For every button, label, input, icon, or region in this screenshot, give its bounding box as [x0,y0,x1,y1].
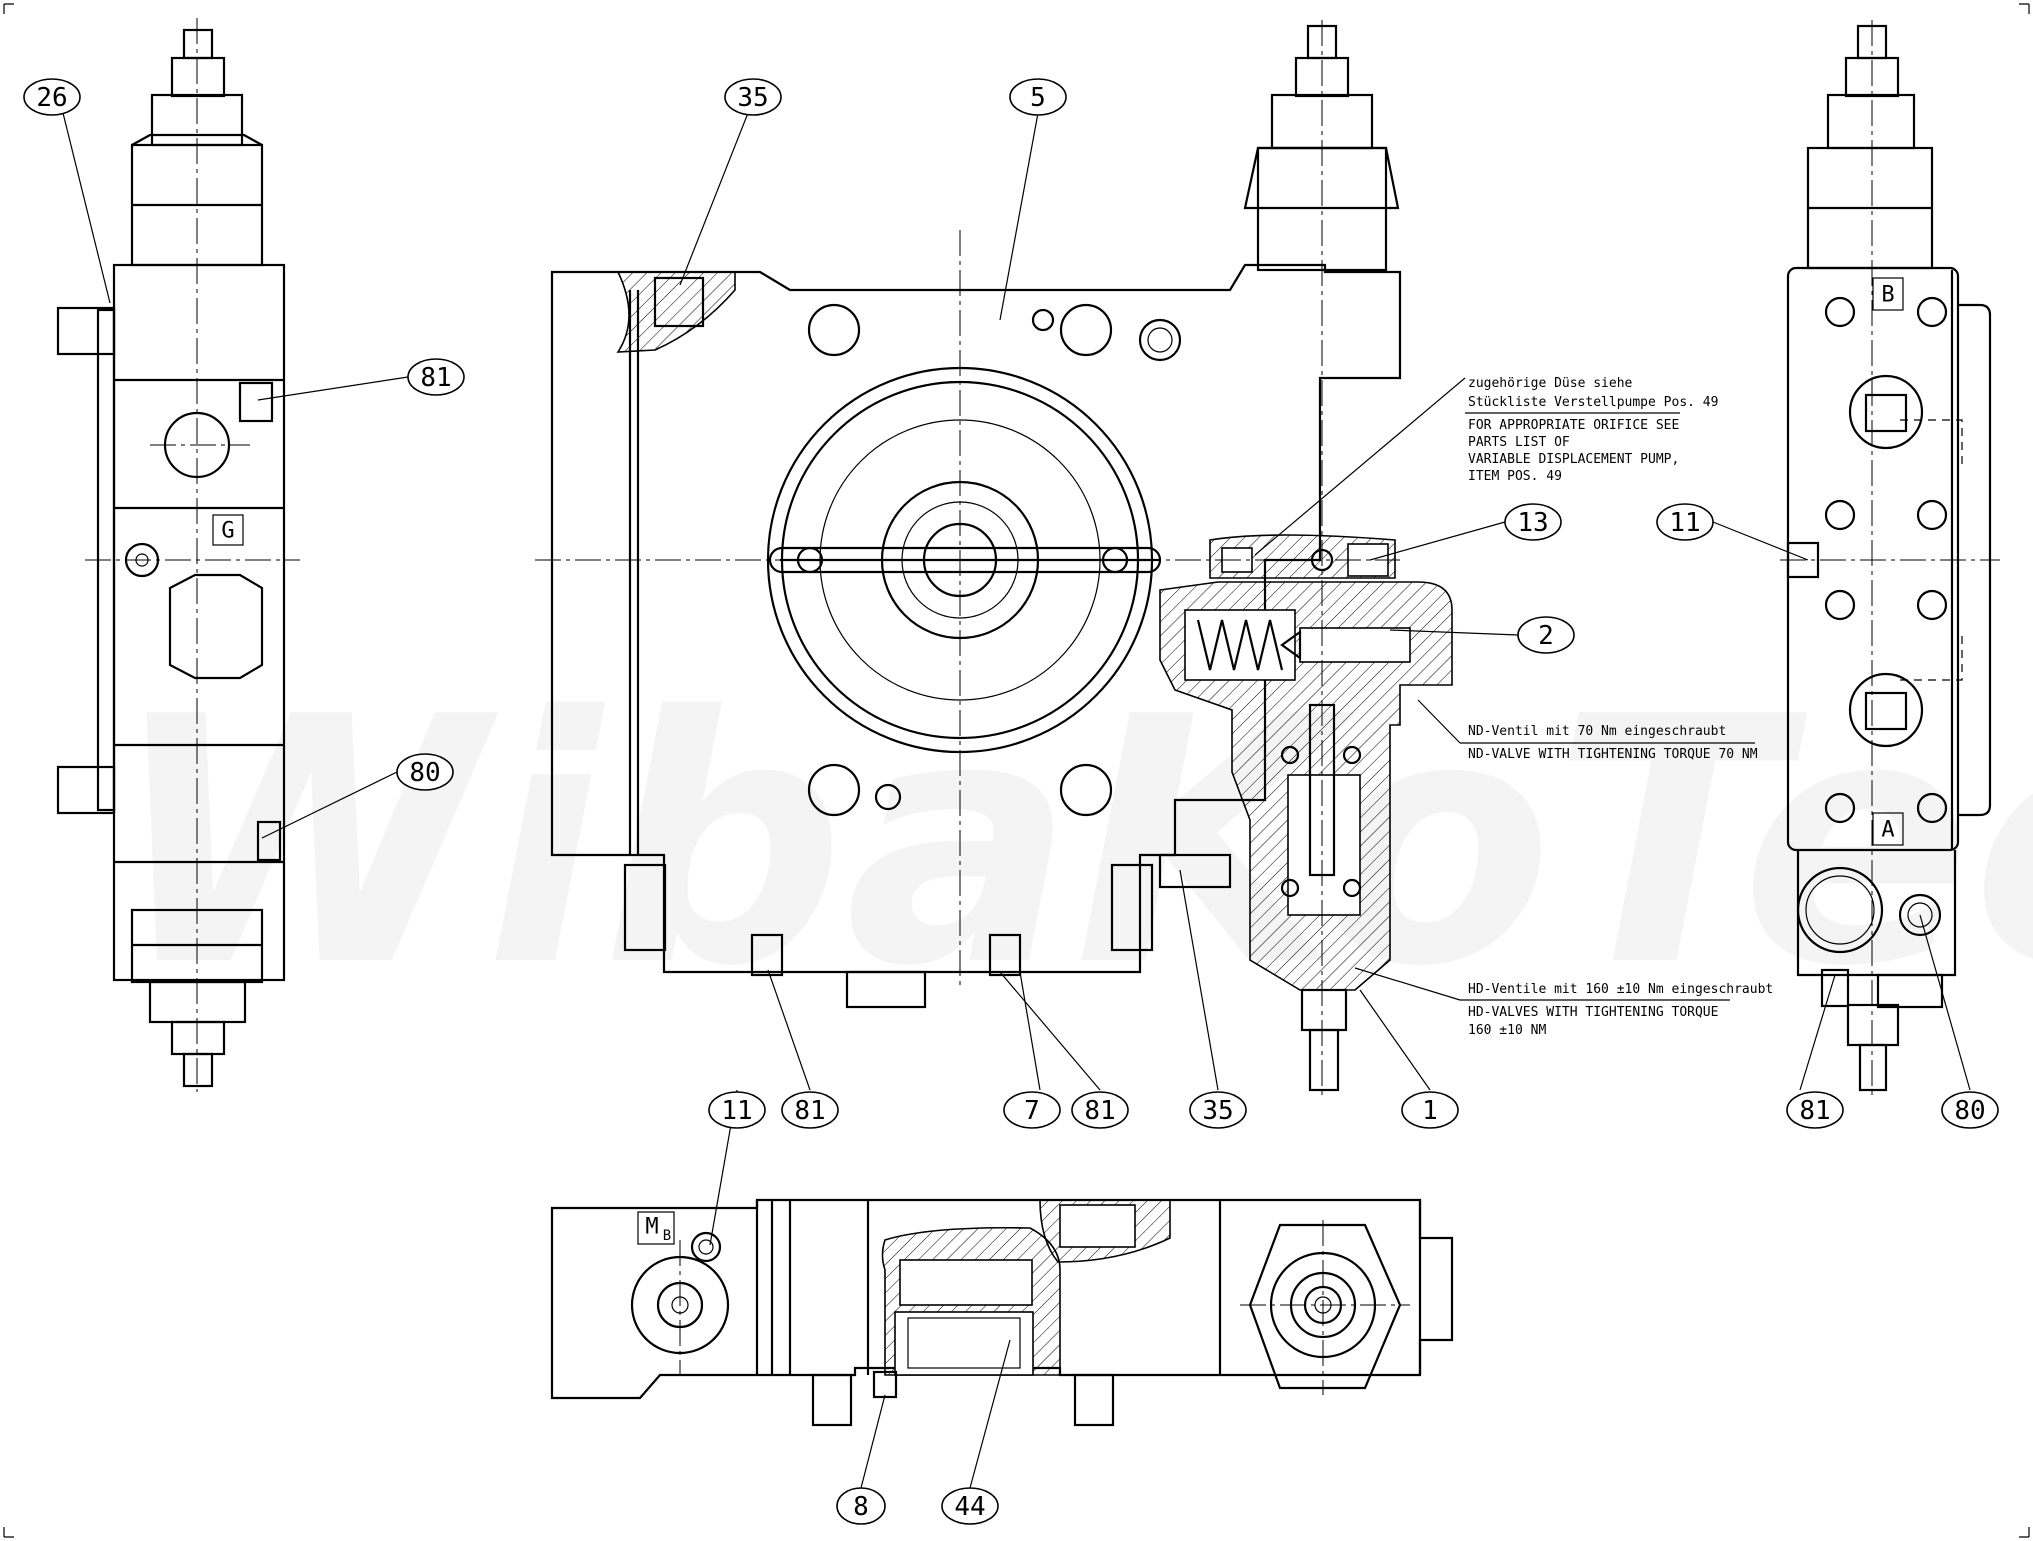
svg-text:zugehörige Düse siehe: zugehörige Düse siehe [1468,376,1633,391]
hd-valves-note: HD-Ventile mit 160 ±10 Nm eingeschraubt … [1354,967,1773,1038]
svg-text:M: M [645,1215,658,1240]
svg-text:35: 35 [1202,1096,1233,1126]
callout-11-right: 11 [1656,503,1714,541]
right-side-view [1780,20,2000,1095]
watermark: WibaKoTec [110,645,2033,1041]
callout-35-bottom: 35 [1189,1091,1247,1129]
svg-text:5: 5 [1030,83,1046,113]
callout-81-b: 81 [1071,1091,1129,1129]
left-side-view [56,18,300,1092]
port-label-b: B [1872,277,1904,311]
callout-80-right: 80 [1941,1091,1999,1129]
svg-text:11: 11 [1669,508,1700,538]
callout-44: 44 [941,1487,999,1525]
svg-text:160 ±10 NM: 160 ±10 NM [1468,1023,1546,1038]
svg-text:81: 81 [1084,1096,1115,1126]
port-label-a: A [1872,812,1904,846]
callout-2: 2 [1517,616,1575,654]
callout-7: 7 [1003,1091,1061,1129]
svg-text:35: 35 [737,83,768,113]
callout-11-bottom: 11 [708,1091,766,1129]
port-label-mb: M B [637,1211,675,1245]
port-label-g: G [212,514,244,546]
callout-8: 8 [836,1487,886,1525]
svg-text:HD-Ventile mit 160 ±10 Nm eing: HD-Ventile mit 160 ±10 Nm eingeschraubt [1468,982,1773,997]
svg-text:11: 11 [721,1096,752,1126]
svg-text:HD-VALVES WITH TIGHTENING TORQ: HD-VALVES WITH TIGHTENING TORQUE [1468,1005,1718,1020]
svg-text:26: 26 [36,83,67,113]
bottom-view [550,1198,1454,1427]
leader-lines [62,112,1971,1489]
svg-text:81: 81 [794,1096,825,1126]
svg-text:FOR APPROPRIATE ORIFICE SEE: FOR APPROPRIATE ORIFICE SEE [1468,418,1679,433]
svg-text:ITEM POS. 49: ITEM POS. 49 [1468,469,1562,484]
svg-text:81: 81 [420,363,451,393]
callout-5: 5 [1009,78,1067,116]
callout-80-left: 80 [396,753,454,791]
svg-text:80: 80 [409,758,440,788]
callout-13: 13 [1504,503,1562,541]
svg-text:8: 8 [853,1492,869,1522]
svg-text:VARIABLE DISPLACEMENT PUMP,: VARIABLE DISPLACEMENT PUMP, [1468,452,1679,467]
callout-81-right: 81 [1786,1091,1844,1129]
svg-text:ND-VALVE WITH TIGHTENING TORQU: ND-VALVE WITH TIGHTENING TORQUE 70 NM [1468,747,1758,762]
svg-text:Stückliste Verstellpumpe Pos.: Stückliste Verstellpumpe Pos. 49 [1468,395,1718,410]
callout-1: 1 [1401,1091,1459,1129]
nd-valve-note: ND-Ventil mit 70 Nm eingeschraubt ND-VAL… [1417,699,1758,762]
callout-81-a: 81 [781,1091,839,1129]
svg-text:B: B [1881,283,1894,308]
callout-26: 26 [23,78,81,116]
svg-text:A: A [1881,818,1894,843]
svg-text:44: 44 [954,1492,985,1522]
main-front-view [535,20,1453,1095]
svg-text:80: 80 [1954,1096,1985,1126]
callout-35-top: 35 [724,78,782,116]
svg-text:ND-Ventil mit 70 Nm eingeschra: ND-Ventil mit 70 Nm eingeschraubt [1468,724,1726,739]
svg-text:PARTS LIST OF: PARTS LIST OF [1468,435,1570,450]
svg-text:81: 81 [1799,1096,1830,1126]
svg-text:G: G [221,519,234,544]
svg-text:13: 13 [1517,508,1548,538]
svg-text:2: 2 [1538,621,1554,651]
svg-text:B: B [663,1228,671,1244]
sheet-corner-marks [3,3,2030,1538]
orifice-note: zugehörige Düse siehe Stückliste Verstel… [1254,376,1718,556]
svg-text:7: 7 [1024,1096,1040,1126]
callout-81-left: 81 [407,358,465,396]
svg-text:1: 1 [1422,1096,1438,1126]
